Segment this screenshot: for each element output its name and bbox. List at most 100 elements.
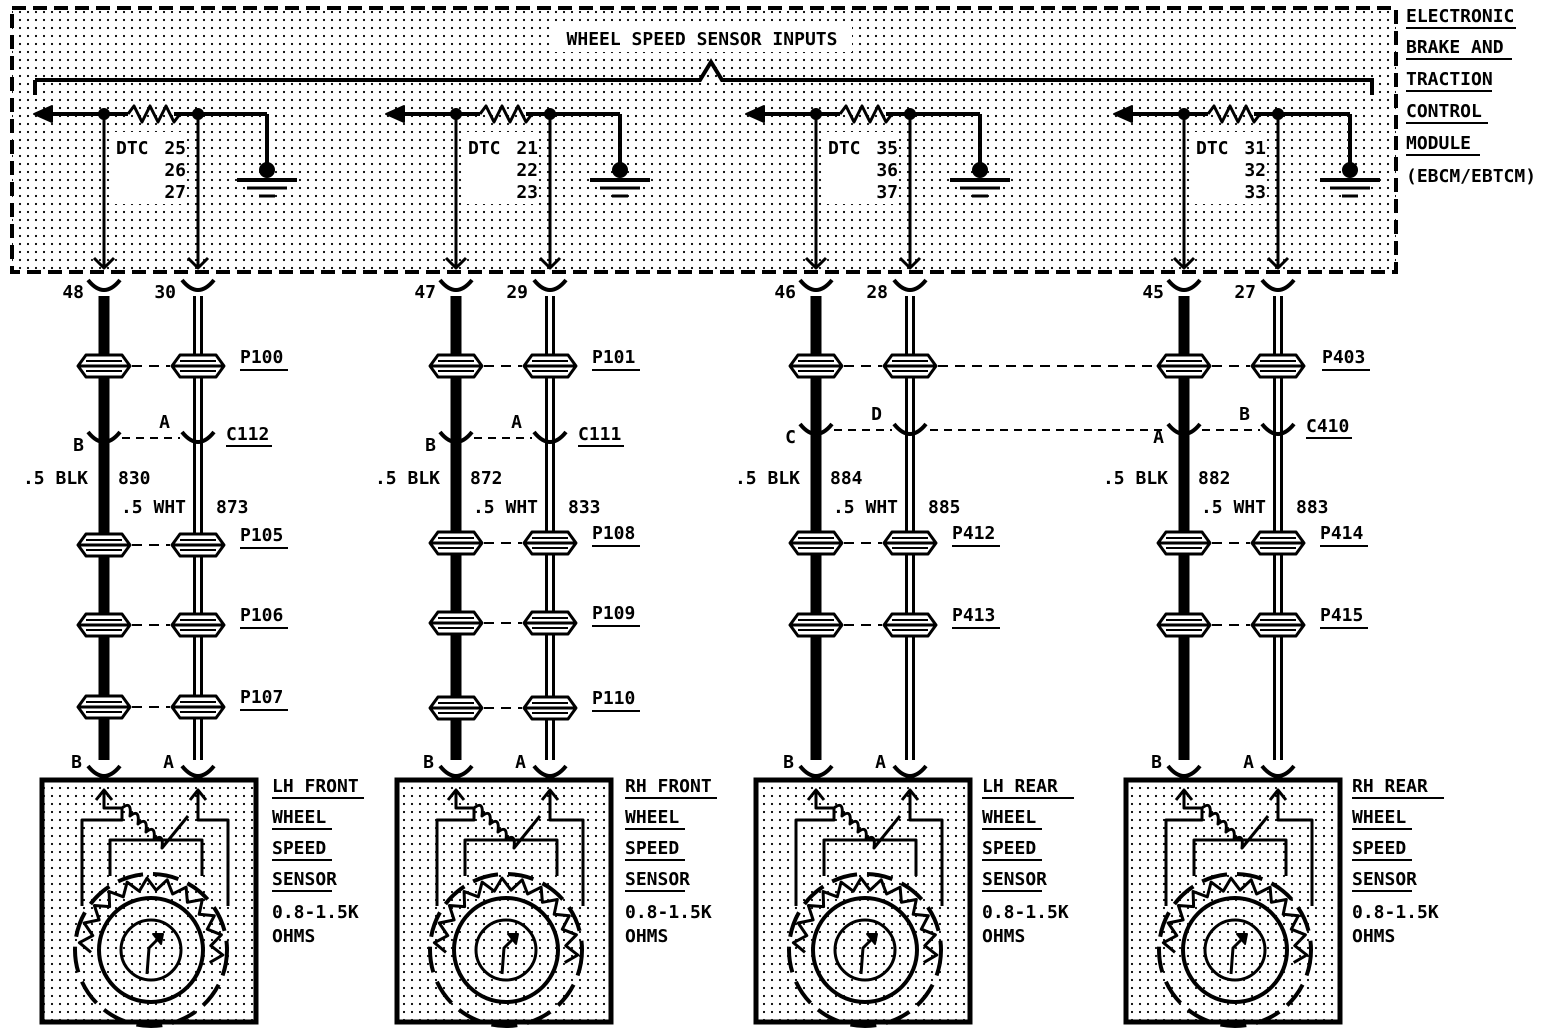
sensor-coil bbox=[121, 803, 190, 850]
sensor-coil bbox=[1201, 803, 1270, 850]
connector-pin-b: B bbox=[425, 435, 436, 456]
wire-a-circuit: 885 bbox=[928, 497, 961, 518]
ground-node bbox=[259, 162, 275, 178]
pin-b-terminal bbox=[438, 278, 474, 292]
connector-pin-a: D bbox=[871, 404, 882, 425]
connector-name: C112 bbox=[226, 424, 269, 445]
sensor-terminal-a bbox=[1260, 764, 1296, 778]
sensor-pin-b: B bbox=[423, 752, 434, 773]
pass-thru-lower-label-2: P106 bbox=[240, 605, 283, 626]
sensor-lead-b bbox=[1164, 790, 1204, 906]
connector-cup-b bbox=[798, 422, 834, 436]
sensor-coil bbox=[473, 803, 542, 850]
pass-thru-top-b bbox=[76, 353, 132, 379]
pass-thru-lower-1-b bbox=[788, 530, 844, 556]
sensor-name-line-3: SPEED bbox=[982, 838, 1036, 859]
wheel-speed-sensor bbox=[39, 777, 259, 1028]
pass-thru-lower-3-a bbox=[170, 694, 226, 720]
pass-thru-lower-2-b bbox=[788, 612, 844, 638]
sensor-housing bbox=[753, 777, 973, 1025]
pass-thru-lower-label-3: P107 bbox=[240, 687, 283, 708]
ground-node bbox=[612, 162, 628, 178]
sensor-name-line-4: SENSOR bbox=[625, 869, 690, 890]
pass-thru-lower-label-2: P413 bbox=[952, 605, 995, 626]
pin-b-chevron bbox=[1172, 256, 1196, 270]
dtc-code-1: 35 bbox=[876, 138, 898, 159]
connector-pin-a: A bbox=[511, 412, 522, 433]
sensor-name-line-4: SENSOR bbox=[1352, 869, 1417, 890]
pin-b-terminal bbox=[86, 278, 122, 292]
pin-a-terminal bbox=[180, 278, 216, 292]
module-input-bus bbox=[35, 58, 1374, 95]
sensor-lead-a bbox=[196, 790, 230, 906]
p403-label: P403 bbox=[1322, 347, 1365, 368]
pass-thru-lower-3-b bbox=[428, 695, 484, 721]
sensor-name-line-1: RH FRONT bbox=[625, 776, 712, 797]
dtc-code-2: 22 bbox=[516, 160, 538, 181]
module-name-line-1: ELECTRONIC bbox=[1406, 6, 1514, 27]
pass-thru-lower-2-a bbox=[1250, 612, 1306, 638]
pass-thru-lower-1-a bbox=[882, 530, 938, 556]
connector-cup-b bbox=[438, 430, 474, 444]
module-title: WHEEL SPEED SENSOR INPUTS bbox=[567, 29, 838, 50]
dtc-label: DTC bbox=[828, 138, 861, 159]
dtc-code-1: 21 bbox=[516, 138, 538, 159]
module-name-block: ELECTRONIC BRAKE AND TRACTION CONTROL MO… bbox=[1406, 6, 1536, 187]
pullup-resistor bbox=[838, 104, 894, 124]
sensor-name-line-2: WHEEL bbox=[625, 807, 679, 828]
sensor-housing bbox=[1123, 777, 1343, 1025]
connector-cup-b bbox=[1166, 422, 1202, 436]
rotation-arrow-head bbox=[1236, 933, 1248, 945]
sensor-terminal-a bbox=[892, 764, 928, 778]
pass-thru-lower-1-a bbox=[1250, 530, 1306, 556]
pass-thru-lower-label-2: P415 bbox=[1320, 605, 1363, 626]
dtc-backdrop bbox=[1194, 132, 1266, 204]
pass-thru-lower-2-a bbox=[170, 612, 226, 638]
pass-thru-lower-label-1: P105 bbox=[240, 525, 283, 546]
sensor-pole-piece bbox=[108, 838, 204, 876]
dtc-backdrop bbox=[826, 132, 898, 204]
wire-b-gauge-color: .5 BLK bbox=[375, 468, 440, 489]
pin-a-terminal bbox=[892, 278, 928, 292]
tone-ring-outer bbox=[811, 896, 919, 1004]
connector-pin-b: B bbox=[73, 435, 84, 456]
sensor-terminal-b bbox=[438, 764, 474, 778]
connector-name: C410 bbox=[1306, 416, 1349, 437]
wire-b-gauge-color: .5 BLK bbox=[23, 468, 88, 489]
pin-b-chevron bbox=[92, 256, 116, 270]
wire-a-gauge-color: .5 WHT bbox=[473, 497, 538, 518]
wire-b-circuit: 872 bbox=[470, 468, 503, 489]
wire-a-gauge-color: .5 WHT bbox=[833, 497, 898, 518]
pass-thru-top-label: P101 bbox=[592, 347, 635, 368]
pass-thru-lower-label-1: P412 bbox=[952, 523, 995, 544]
sensor-name-line-2: WHEEL bbox=[982, 807, 1036, 828]
pin-a-terminal bbox=[1260, 278, 1296, 292]
pass-thru-lower-1-b bbox=[1156, 530, 1212, 556]
pin-b-number: 47 bbox=[414, 282, 436, 303]
pass-thru-top-a bbox=[882, 353, 938, 379]
module-name-line-6: (EBCM/EBTCM) bbox=[1406, 166, 1536, 187]
pass-thru-lower-1-a bbox=[170, 532, 226, 558]
pass-thru-top-a bbox=[170, 353, 226, 379]
tone-ring-hub bbox=[833, 918, 897, 982]
dtc-code-1: 25 bbox=[164, 138, 186, 159]
sensor-resistance: 0.8-1.5K bbox=[982, 902, 1069, 923]
connector-cup-a bbox=[180, 430, 216, 444]
pin-b-number: 45 bbox=[1142, 282, 1164, 303]
sensor-name-line-4: SENSOR bbox=[272, 869, 337, 890]
wire-b-circuit: 884 bbox=[830, 468, 863, 489]
tone-ring-hub bbox=[1203, 918, 1267, 982]
tone-ring-teeth bbox=[77, 876, 225, 964]
tone-ring-teeth bbox=[1161, 876, 1309, 964]
rotation-arrow-head bbox=[507, 933, 519, 945]
sensor-lead-b bbox=[80, 790, 124, 906]
connector-pin-b: C bbox=[785, 427, 796, 448]
ground-node bbox=[1342, 162, 1358, 178]
wire-b-gauge-color: .5 BLK bbox=[735, 468, 800, 489]
sensor-pin-b: B bbox=[71, 752, 82, 773]
pass-thru-lower-label-1: P108 bbox=[592, 523, 635, 544]
pass-thru-top-label: P100 bbox=[240, 347, 283, 368]
